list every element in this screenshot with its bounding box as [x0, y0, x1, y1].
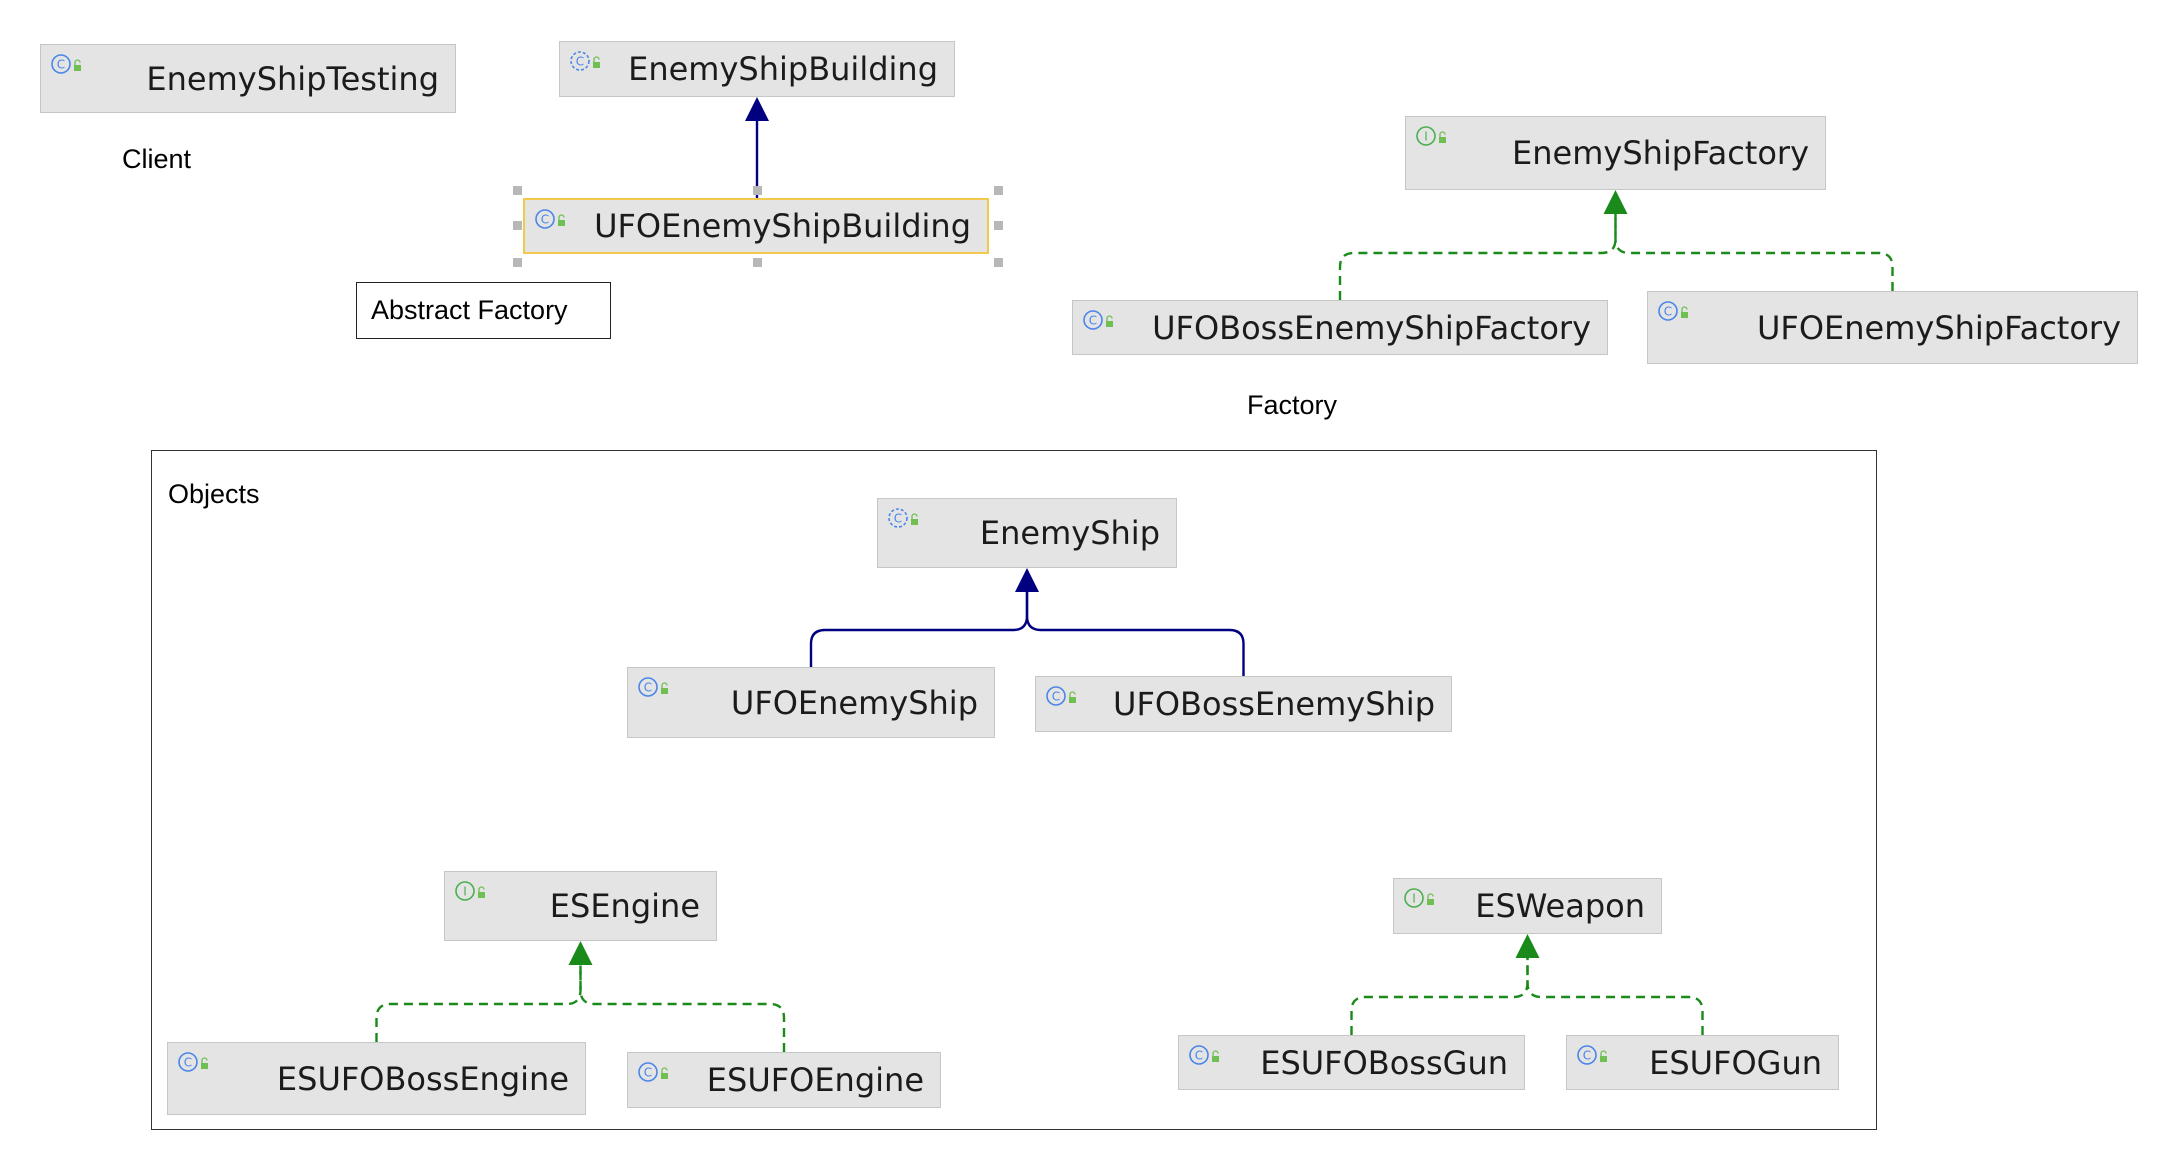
node-ufo-enemy-ship[interactable]: C UFOEnemyShip — [627, 667, 995, 738]
resize-handle-bottom-left[interactable] — [513, 258, 522, 267]
node-label: UFOBossEnemyShipFactory — [1152, 308, 1591, 347]
svg-text:C: C — [1052, 690, 1060, 704]
inheritance-arrowhead — [1603, 190, 1628, 214]
node-label: ESUFOEngine — [706, 1061, 924, 1099]
note-client[interactable]: Client — [122, 144, 192, 174]
class-icon: C — [638, 677, 668, 697]
svg-text:C: C — [1583, 1049, 1591, 1063]
class-icon: C — [1577, 1045, 1607, 1065]
node-label: UFOEnemyShipFactory — [1757, 308, 2121, 347]
edge-esufobossgun — [1350, 958, 1529, 1035]
node-enemy-ship[interactable]: C EnemyShip — [877, 498, 1177, 568]
resize-handle-top[interactable] — [753, 186, 762, 195]
inheritance-arrowhead — [745, 97, 769, 121]
edge-group-enemyship[interactable] — [809, 568, 1245, 676]
node-label: ESWeapon — [1475, 887, 1645, 925]
class-icon: C — [1658, 301, 1688, 321]
node-label: ESUFOGun — [1649, 1043, 1822, 1082]
interface-icon: I — [455, 881, 485, 901]
svg-text:C: C — [57, 58, 65, 72]
node-ufo-boss-enemy-ship[interactable]: C UFOBossEnemyShip — [1035, 676, 1452, 732]
interface-icon: I — [1416, 126, 1446, 146]
note-abstract-factory[interactable]: Abstract Factory — [356, 282, 611, 339]
node-label: ESUFOBossEngine — [276, 1059, 569, 1098]
svg-text:C: C — [1089, 314, 1097, 328]
node-esufo-boss-gun[interactable]: C ESUFOBossGun — [1178, 1035, 1525, 1090]
edge-esufoengine — [579, 965, 786, 1052]
node-label: EnemyShip — [979, 514, 1160, 552]
class-icon: C — [1189, 1045, 1219, 1065]
node-es-weapon[interactable]: I ESWeapon — [1393, 878, 1662, 934]
node-ufo-enemy-ship-building[interactable]: C UFOEnemyShipBuilding — [523, 198, 989, 254]
edge-esufobossengine — [375, 965, 582, 1042]
abstract-class-icon: C — [888, 508, 918, 528]
node-label: UFOBossEnemyShip — [1113, 685, 1435, 723]
resize-handle-bottom[interactable] — [753, 258, 762, 267]
node-enemy-ship-factory[interactable]: I EnemyShipFactory — [1405, 116, 1826, 190]
resize-handle-top-left[interactable] — [513, 186, 522, 195]
class-icon: C — [535, 209, 565, 229]
resize-handle-bottom-right[interactable] — [994, 258, 1003, 267]
node-enemy-ship-testing[interactable]: C EnemyShipTesting — [40, 44, 456, 113]
node-label: EnemyShipBuilding — [628, 50, 938, 88]
node-esufo-engine[interactable]: C ESUFOEngine — [627, 1052, 941, 1108]
resize-handle-right[interactable] — [994, 221, 1003, 230]
edge-group-enemyshipfactory[interactable] — [1338, 190, 1894, 300]
node-label: ESUFOBossGun — [1260, 1043, 1508, 1082]
node-esufo-gun[interactable]: C ESUFOGun — [1566, 1035, 1839, 1090]
inheritance-arrowhead — [1515, 934, 1540, 958]
interface-icon: I — [1404, 888, 1434, 908]
objects-group[interactable]: Objects — [151, 450, 1877, 1130]
node-label: ESEngine — [549, 887, 700, 925]
svg-text:C: C — [576, 55, 584, 69]
edge-ufoenemyship — [809, 592, 1029, 667]
svg-text:I: I — [1412, 892, 1416, 906]
edge-ufoenemyshipfactory — [1614, 214, 1894, 291]
node-es-engine[interactable]: I ESEngine — [444, 871, 717, 941]
node-label: EnemyShipFactory — [1512, 134, 1809, 172]
class-icon: C — [1046, 686, 1076, 706]
inheritance-arrowhead — [1015, 568, 1039, 592]
node-ufo-boss-enemy-ship-factory[interactable]: C UFOBossEnemyShipFactory — [1072, 300, 1608, 355]
svg-text:I: I — [1424, 130, 1428, 144]
node-esufo-boss-engine[interactable]: C ESUFOBossEngine — [167, 1042, 586, 1115]
inheritance-arrowhead — [568, 941, 593, 965]
class-icon: C — [51, 54, 81, 74]
resize-handle-left[interactable] — [513, 221, 522, 230]
svg-text:C: C — [541, 213, 549, 227]
svg-text:C: C — [644, 681, 652, 695]
class-icon: C — [178, 1052, 208, 1072]
svg-text:C: C — [184, 1056, 192, 1070]
class-icon: C — [638, 1062, 668, 1082]
svg-text:C: C — [1195, 1049, 1203, 1063]
note-factory[interactable]: Factory — [1247, 390, 1338, 420]
objects-group-label: Objects — [168, 479, 260, 509]
edge-ufobossenemyship — [1025, 592, 1245, 676]
abstract-class-icon: C — [570, 51, 600, 71]
svg-text:I: I — [463, 885, 467, 899]
svg-text:C: C — [644, 1066, 652, 1080]
note-abstract-factory-text: Abstract Factory — [371, 295, 568, 325]
node-label: UFOEnemyShipBuilding — [594, 207, 971, 245]
class-icon: C — [1083, 310, 1113, 330]
node-label: EnemyShipTesting — [146, 59, 439, 98]
resize-handle-top-right[interactable] — [994, 186, 1003, 195]
node-ufo-enemy-ship-factory[interactable]: C UFOEnemyShipFactory — [1647, 291, 2138, 364]
edge-group-enemyshipbuilding[interactable] — [745, 97, 769, 198]
node-enemy-ship-building[interactable]: C EnemyShipBuilding — [559, 41, 955, 97]
edge-ufobossenemyshipfactory — [1338, 214, 1617, 300]
svg-text:C: C — [1664, 305, 1672, 319]
node-label: UFOEnemyShip — [730, 683, 978, 722]
svg-text:C: C — [894, 512, 902, 526]
edge-esufogun — [1526, 958, 1704, 1035]
edge-group-esweapon[interactable] — [1350, 934, 1704, 1035]
edge-group-esengine[interactable] — [375, 941, 786, 1052]
